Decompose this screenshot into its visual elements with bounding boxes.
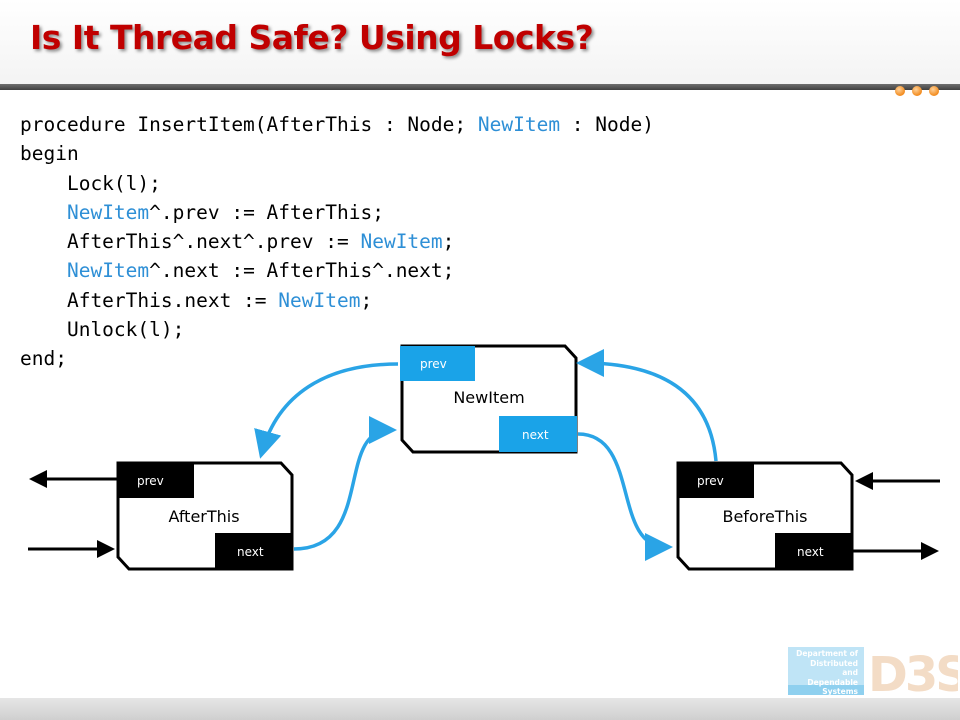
code-highlight: NewItem	[278, 288, 361, 312]
node-new-item-prev-label: prev	[420, 357, 447, 371]
d3s-logo-mark: D3S	[788, 647, 958, 695]
code-highlight: NewItem	[360, 230, 443, 254]
node-after-this-next-label: next	[237, 545, 264, 559]
d3s-logo: D3S Department of Distributed and Depend…	[788, 647, 958, 697]
code-block: procedure InsertItem(AfterThis : Node; N…	[20, 110, 654, 374]
code-line: begin	[20, 139, 654, 168]
before-this-prev-to-new-item-arrow	[576, 349, 718, 462]
d3s-logo-text: Department of Distributed and Dependable…	[796, 649, 858, 697]
new-item-next-to-before-this-arrow	[577, 432, 673, 561]
code-line: NewItem^.prev := AfterThis;	[20, 198, 654, 227]
logo-text-line-2: Distributed and	[810, 658, 858, 678]
node-after-this-next-tag	[215, 533, 293, 569]
code-line: end;	[20, 344, 654, 373]
code-text: begin	[20, 142, 79, 166]
d3s-logo-wordmark: D3S	[868, 647, 958, 695]
decorative-dot-3	[929, 86, 939, 96]
node-before-this-prev-tag	[677, 463, 754, 498]
node-new-item-next-label: next	[522, 428, 549, 442]
code-text: AfterThis^.next^.prev :=	[20, 230, 361, 254]
code-line: AfterThis.next := NewItem;	[20, 286, 654, 315]
logo-text-line-4: Systems	[822, 687, 858, 696]
code-text: ^.prev := AfterThis;	[149, 200, 384, 224]
node-new-item: prev next NewItem	[400, 344, 578, 454]
code-text: : Node)	[560, 113, 654, 136]
node-before-this: prev next BeforeThis	[676, 461, 854, 571]
code-text: ^.next := AfterThis^.next;	[149, 259, 455, 283]
code-highlight: NewItem	[66, 200, 150, 224]
node-before-this-next-label: next	[797, 545, 824, 559]
footer-bar	[0, 698, 960, 720]
code-line: Unlock(l);	[20, 315, 654, 344]
node-after-this-prev-label: prev	[137, 474, 164, 488]
node-after-this-prev-tag	[117, 463, 194, 498]
code-highlight: NewItem	[477, 113, 561, 136]
code-text: ;	[360, 288, 373, 312]
code-line: NewItem^.next := AfterThis^.next;	[20, 256, 654, 285]
code-line: AfterThis^.next^.prev := NewItem;	[20, 227, 654, 256]
node-before-this-label: BeforeThis	[722, 507, 807, 526]
node-before-this-prev-label: prev	[697, 474, 724, 488]
code-text: AfterThis.next :=	[20, 288, 279, 312]
node-new-item-label: NewItem	[453, 388, 524, 407]
slide-title: Is It Thread Safe? Using Locks?	[30, 18, 594, 57]
decorative-dot-1	[895, 86, 905, 96]
node-before-this-next-tag	[775, 533, 853, 569]
title-divider	[0, 84, 960, 90]
code-line: procedure InsertItem(AfterThis : Node; N…	[20, 110, 654, 139]
node-after-this: prev next AfterThis	[116, 461, 294, 571]
code-line: Lock(l);	[20, 169, 654, 198]
code-highlight: NewItem	[66, 259, 150, 283]
code-text: Lock(l);	[20, 171, 161, 195]
logo-text-line-1: Department of	[796, 649, 858, 658]
logo-text-line-3: Dependable	[807, 677, 858, 687]
code-text: Unlock(l);	[20, 318, 185, 342]
new-item-prev-to-after-this-arrow	[254, 362, 399, 459]
after-this-next-to-new-item-arrow	[293, 416, 397, 551]
header-band	[0, 0, 960, 86]
code-text: procedure InsertItem(AfterThis : Node;	[20, 113, 478, 136]
decorative-dot-2	[912, 86, 922, 96]
code-text: end;	[20, 347, 67, 371]
node-after-this-label: AfterThis	[168, 507, 239, 526]
code-text: ;	[442, 230, 455, 254]
node-new-item-next-tag	[499, 416, 577, 452]
node-new-item-prev-tag	[400, 346, 475, 381]
